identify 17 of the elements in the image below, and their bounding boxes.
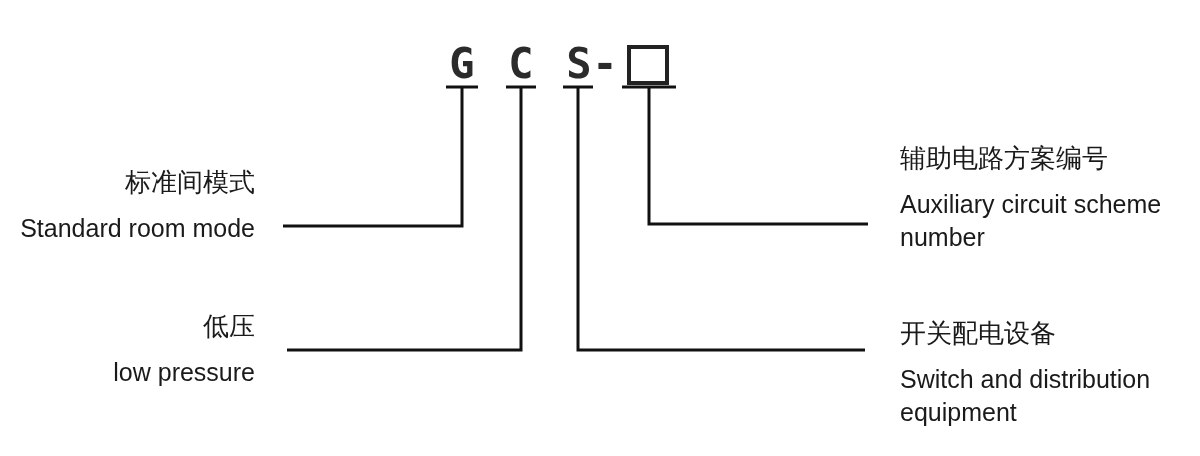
leader-line <box>620 85 868 226</box>
english-label: Standard room mode <box>19 213 255 244</box>
chinese-label: 开关配电设备 <box>900 317 1057 350</box>
leader-line <box>283 85 480 228</box>
code-letter: G <box>448 42 476 85</box>
chinese-label: 标准间模式 <box>124 166 255 199</box>
code-letter: S <box>565 42 593 85</box>
chinese-label: 辅助电路方案编号 <box>900 142 1109 175</box>
english-label: low pressure <box>112 357 255 388</box>
leader-line <box>287 85 538 352</box>
english-label: Auxiliary circuit scheme number <box>900 189 1163 253</box>
empty-square <box>627 45 669 85</box>
english-label: Switch and distribution equipment <box>900 364 1152 428</box>
code-separator: - <box>592 42 618 85</box>
code-letter: C <box>507 42 535 85</box>
chinese-label: 低压 <box>202 310 255 343</box>
leader-line <box>561 85 865 352</box>
